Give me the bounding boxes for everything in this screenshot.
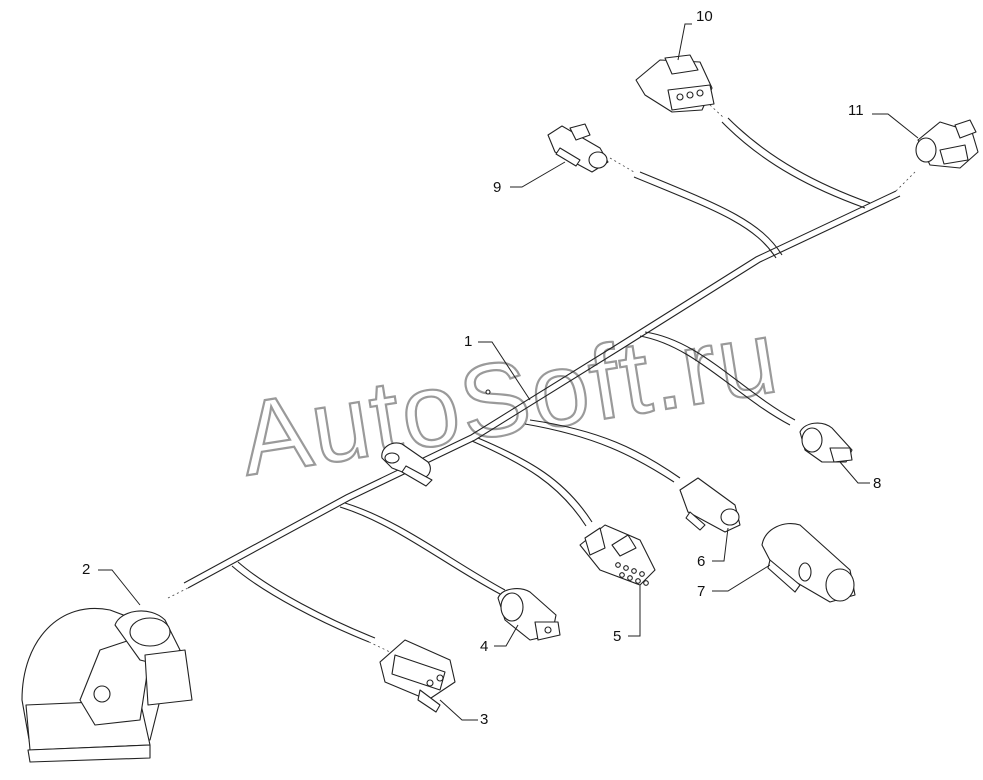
callout-labels: 1 2 3 4 5 6 7 8 9 10 11 — [82, 8, 881, 728]
callout-8: 8 — [873, 475, 881, 492]
connector-10 — [635, 54, 715, 113]
connector-11 — [915, 119, 979, 169]
harness-clip — [381, 442, 433, 487]
callout-1: 1 — [464, 333, 472, 350]
callout-2: 2 — [82, 561, 90, 578]
branch-to-3 — [231, 561, 391, 653]
connector-5-pins — [615, 562, 649, 586]
connector-8 — [799, 422, 853, 463]
branch-to-4 — [339, 502, 506, 595]
connector-5 — [579, 524, 656, 586]
leader-lines — [98, 23, 919, 721]
connector-9 — [547, 123, 609, 173]
callout-5: 5 — [613, 628, 621, 645]
callout-4: 4 — [480, 638, 488, 655]
callout-3: 3 — [480, 711, 488, 728]
watermark: AutoSoft.ru — [232, 299, 786, 498]
callout-6: 6 — [697, 553, 705, 570]
branch-to-8 — [639, 331, 796, 426]
connector-3 — [379, 639, 456, 713]
connector-7 — [761, 523, 856, 603]
switch-assembly — [21, 608, 193, 763]
callout-11: 11 — [848, 102, 864, 119]
branch-to-10 — [709, 104, 871, 209]
branch-to-9 — [609, 157, 783, 259]
branch-to-6 — [524, 419, 681, 483]
branch-to-5 — [471, 437, 593, 527]
callout-7: 7 — [697, 583, 705, 600]
connector-6 — [679, 477, 741, 533]
callout-9: 9 — [493, 179, 501, 196]
callout-10: 10 — [696, 8, 713, 25]
connector-4 — [497, 588, 561, 641]
harness-trunk — [167, 171, 916, 599]
